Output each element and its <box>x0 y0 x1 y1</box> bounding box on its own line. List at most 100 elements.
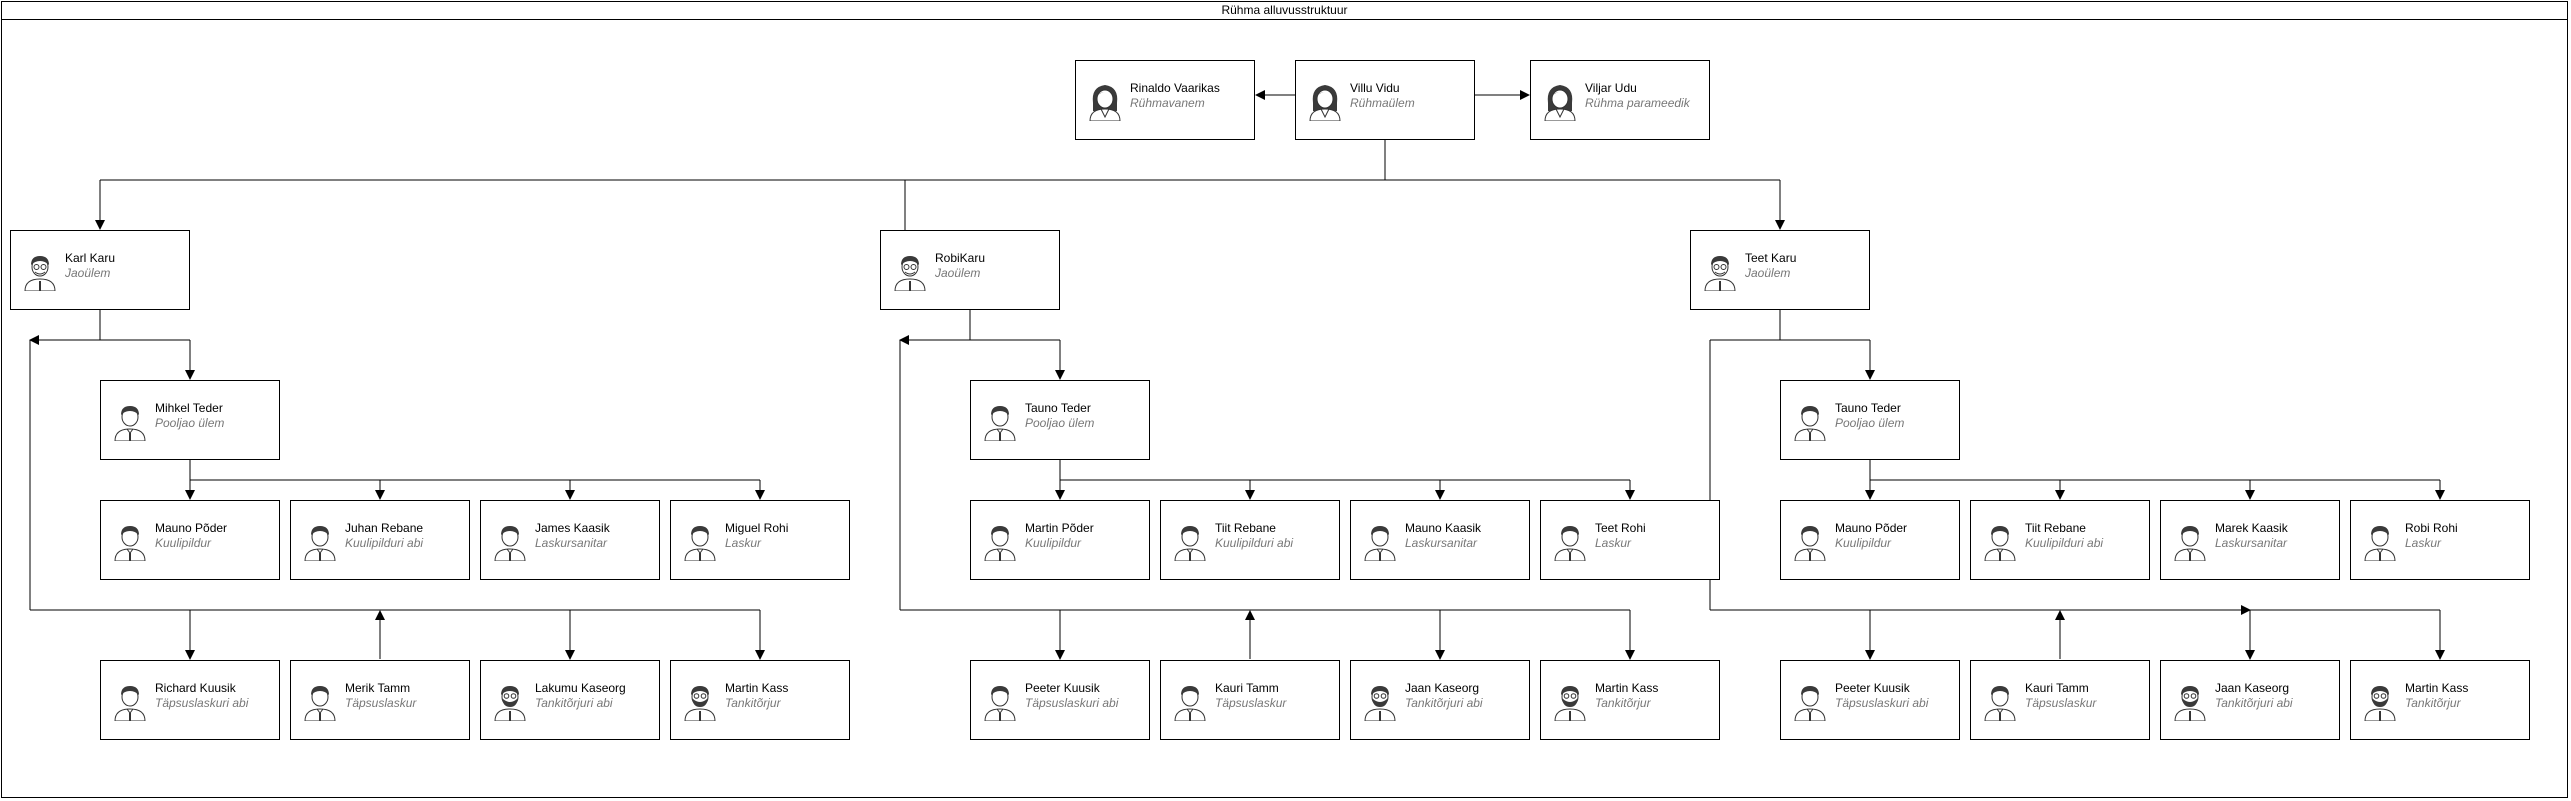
person-name: Tauno Teder <box>1025 401 1091 415</box>
person-name: Robi Rohi <box>2405 521 2458 535</box>
person-avatar-icon <box>1363 521 1397 562</box>
person-name: Rinaldo Vaarikas <box>1130 81 1220 95</box>
person-name: Martin Kass <box>725 681 789 695</box>
node-command-leader: Villu Vidu Rühmaülem <box>1295 60 1475 140</box>
person-avatar-icon <box>2363 681 2397 722</box>
person-avatar-icon <box>893 251 927 292</box>
person-role: Täpsuslaskur <box>1215 696 1287 710</box>
person-name: Merik Tamm <box>345 681 411 695</box>
person-name: Peeter Kuusik <box>1025 681 1100 695</box>
person-name: James Kaasik <box>535 521 610 535</box>
person-role: Tankitõrjur <box>2405 696 2461 710</box>
person-role: Tankitõrjuri abi <box>1405 696 1483 710</box>
person-role: Tankitõrjuri abi <box>535 696 613 710</box>
person-avatar-icon <box>983 401 1017 442</box>
person-role: Jaoülem <box>935 266 981 280</box>
person-name: Juhan Rebane <box>345 521 424 535</box>
diagram-title: Rühma alluvusstruktuur <box>1 1 2568 20</box>
person-name: Mauno Kaasik <box>1405 521 1482 535</box>
person-name: Villu Vidu <box>1350 81 1400 95</box>
person-name: Mauno Põder <box>1835 521 1908 535</box>
person-role: Täpsuslaskur <box>345 696 417 710</box>
person-avatar-icon <box>303 681 337 722</box>
person-avatar-icon <box>2173 521 2207 562</box>
person-avatar-icon <box>113 521 147 562</box>
person-role: Kuulipildur <box>1835 536 1892 550</box>
person-role: Pooljao ülem <box>155 416 225 430</box>
person-avatar-icon <box>983 681 1017 722</box>
person-avatar-icon <box>303 521 337 562</box>
person-avatar-icon <box>1793 681 1827 722</box>
person-role: Täpsuslaskuri abi <box>1835 696 1929 710</box>
person-role: Kuulipilduri abi <box>2025 536 2104 550</box>
person-role: Täpsuslaskuri abi <box>155 696 249 710</box>
person-name: Martin Põder <box>1025 521 1094 535</box>
person-role: Täpsuslaskur <box>2025 696 2097 710</box>
person-avatar-icon <box>983 521 1017 562</box>
person-avatar-icon <box>1983 521 2017 562</box>
person-name: Teet Karu <box>1745 251 1797 265</box>
person-role: Kuulipildur <box>1025 536 1082 550</box>
person-role: Tankitõrjur <box>725 696 781 710</box>
node-command-left: Rinaldo Vaarikas Rühmavanem <box>1075 60 1255 140</box>
person-role: Pooljao ülem <box>1025 416 1095 430</box>
person-name: Jaan Kaseorg <box>2215 681 2290 695</box>
person-role: Jaoülem <box>65 266 111 280</box>
person-avatar-icon <box>1983 681 2017 722</box>
person-name: Karl Karu <box>65 251 116 265</box>
person-avatar-icon <box>1173 681 1207 722</box>
person-name: Marek Kaasik <box>2215 521 2288 535</box>
person-role: Täpsuslaskuri abi <box>1025 696 1119 710</box>
person-name: Viljar Udu <box>1585 81 1637 95</box>
person-name: Teet Rohi <box>1595 521 1646 535</box>
person-name: Kauri Tamm <box>1215 681 1279 695</box>
person-role: Rühmavanem <box>1130 96 1205 110</box>
person-name: Tauno Teder <box>1835 401 1901 415</box>
person-name: Tiit Rebane <box>2025 521 2086 535</box>
person-avatar-icon <box>493 681 527 722</box>
person-role: Pooljao ülem <box>1835 416 1905 430</box>
person-avatar-icon <box>683 681 717 722</box>
person-avatar-icon <box>1543 81 1577 122</box>
person-name: Martin Kass <box>1595 681 1659 695</box>
person-avatar-icon <box>113 681 147 722</box>
person-role: Laskursanitar <box>1405 536 1478 550</box>
person-avatar-icon <box>1308 81 1342 122</box>
person-role: Tankitõrjuri abi <box>2215 696 2293 710</box>
person-role: Kuulipilduri abi <box>345 536 424 550</box>
person-name: Tiit Rebane <box>1215 521 1276 535</box>
node-command-right: Viljar Udu Rühma parameedik <box>1530 60 1710 140</box>
person-name: Mauno Põder <box>155 521 228 535</box>
person-name: Jaan Kaseorg <box>1405 681 1480 695</box>
person-role: Laskursanitar <box>535 536 608 550</box>
person-role: Laskur <box>1595 536 1632 550</box>
person-avatar-icon <box>1553 521 1587 562</box>
person-role: Kuulipildur <box>155 536 212 550</box>
